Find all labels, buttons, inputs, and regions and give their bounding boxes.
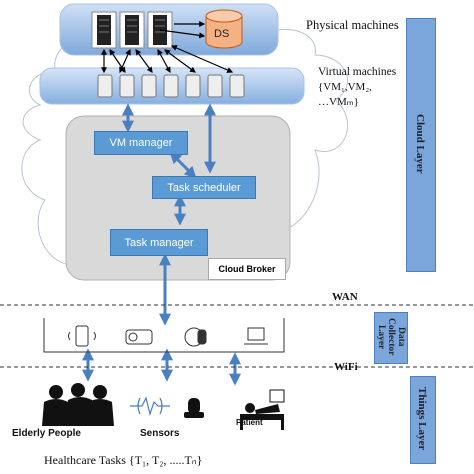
physical-machines-label: Physical machines [306, 18, 399, 32]
ds-label: DS [214, 28, 230, 40]
vm-manager-box: VM manager [94, 131, 188, 155]
cloud-layer-bar [406, 18, 436, 272]
heartbeat-sensor-icon [130, 396, 170, 417]
cloud-broker-label: Cloud Broker [208, 258, 286, 280]
laptop-icon [244, 327, 268, 345]
server-icon [91, 11, 117, 49]
server-icon [119, 11, 145, 49]
elderly-people-icon [42, 383, 114, 426]
virtual-machines-set-end: …VMₘ} [318, 96, 359, 108]
virtual-machines-set: {VM₁,VM₂, [318, 81, 372, 93]
task-manager-box: Task manager [110, 229, 208, 256]
sensors-label: Sensors [140, 428, 180, 439]
data-collector-layer-bar [374, 312, 408, 364]
healthcare-tasks-label: Healthcare Tasks {T₁, T₂, .....Tₙ} [44, 453, 203, 467]
smartphone-icon [68, 325, 96, 347]
wan-label: WAN [332, 291, 358, 303]
device-tray [43, 318, 285, 353]
patient-label: Patient [236, 418, 263, 427]
things-layer-bar [410, 376, 436, 464]
virtual-machines-label: Virtual machines [318, 66, 397, 78]
data-collector-layer-label: Data Collector Layer [376, 318, 406, 356]
cloud-layer-label: Cloud Layer [414, 114, 426, 174]
patient-bed-icon [240, 389, 285, 430]
medical-band-icon [184, 327, 207, 347]
wifi-label: WiFi [334, 361, 358, 373]
virtual-machine-icons [97, 74, 245, 98]
task-scheduler-box: Task scheduler [152, 176, 256, 199]
smartwatch-icon [125, 329, 153, 345]
elderly-people-label: Elderly People [12, 428, 81, 439]
things-layer-label: Things Layer [416, 387, 428, 451]
sensor-device-icon [184, 398, 204, 418]
